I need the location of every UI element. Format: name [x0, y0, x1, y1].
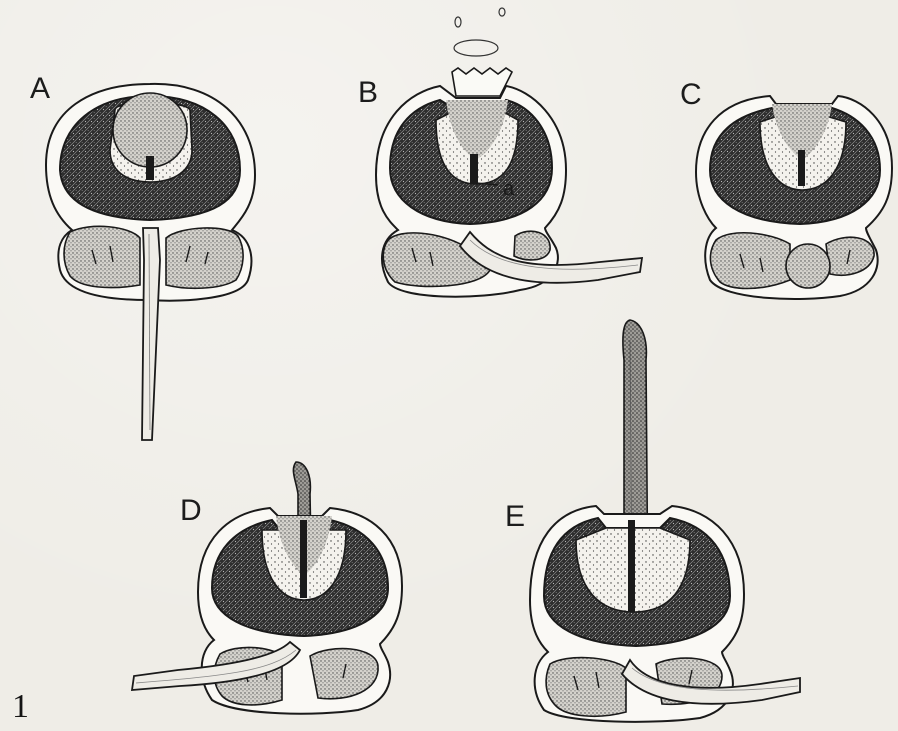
- panel-label-c: C: [680, 80, 702, 110]
- panel-b-annotation: a: [503, 178, 515, 200]
- figure-number: 1: [12, 690, 29, 724]
- panel-d-cell: [132, 462, 402, 714]
- panel-label-b: B: [358, 78, 378, 108]
- panel-label-d: D: [180, 496, 202, 526]
- panel-b-cell: a: [376, 8, 642, 297]
- panel-c-cell: [696, 96, 892, 299]
- panel-a-cell: [46, 84, 255, 440]
- panel-label-a: A: [30, 74, 50, 104]
- panel-label-e: E: [505, 502, 525, 532]
- panel-e-cell: [530, 320, 800, 722]
